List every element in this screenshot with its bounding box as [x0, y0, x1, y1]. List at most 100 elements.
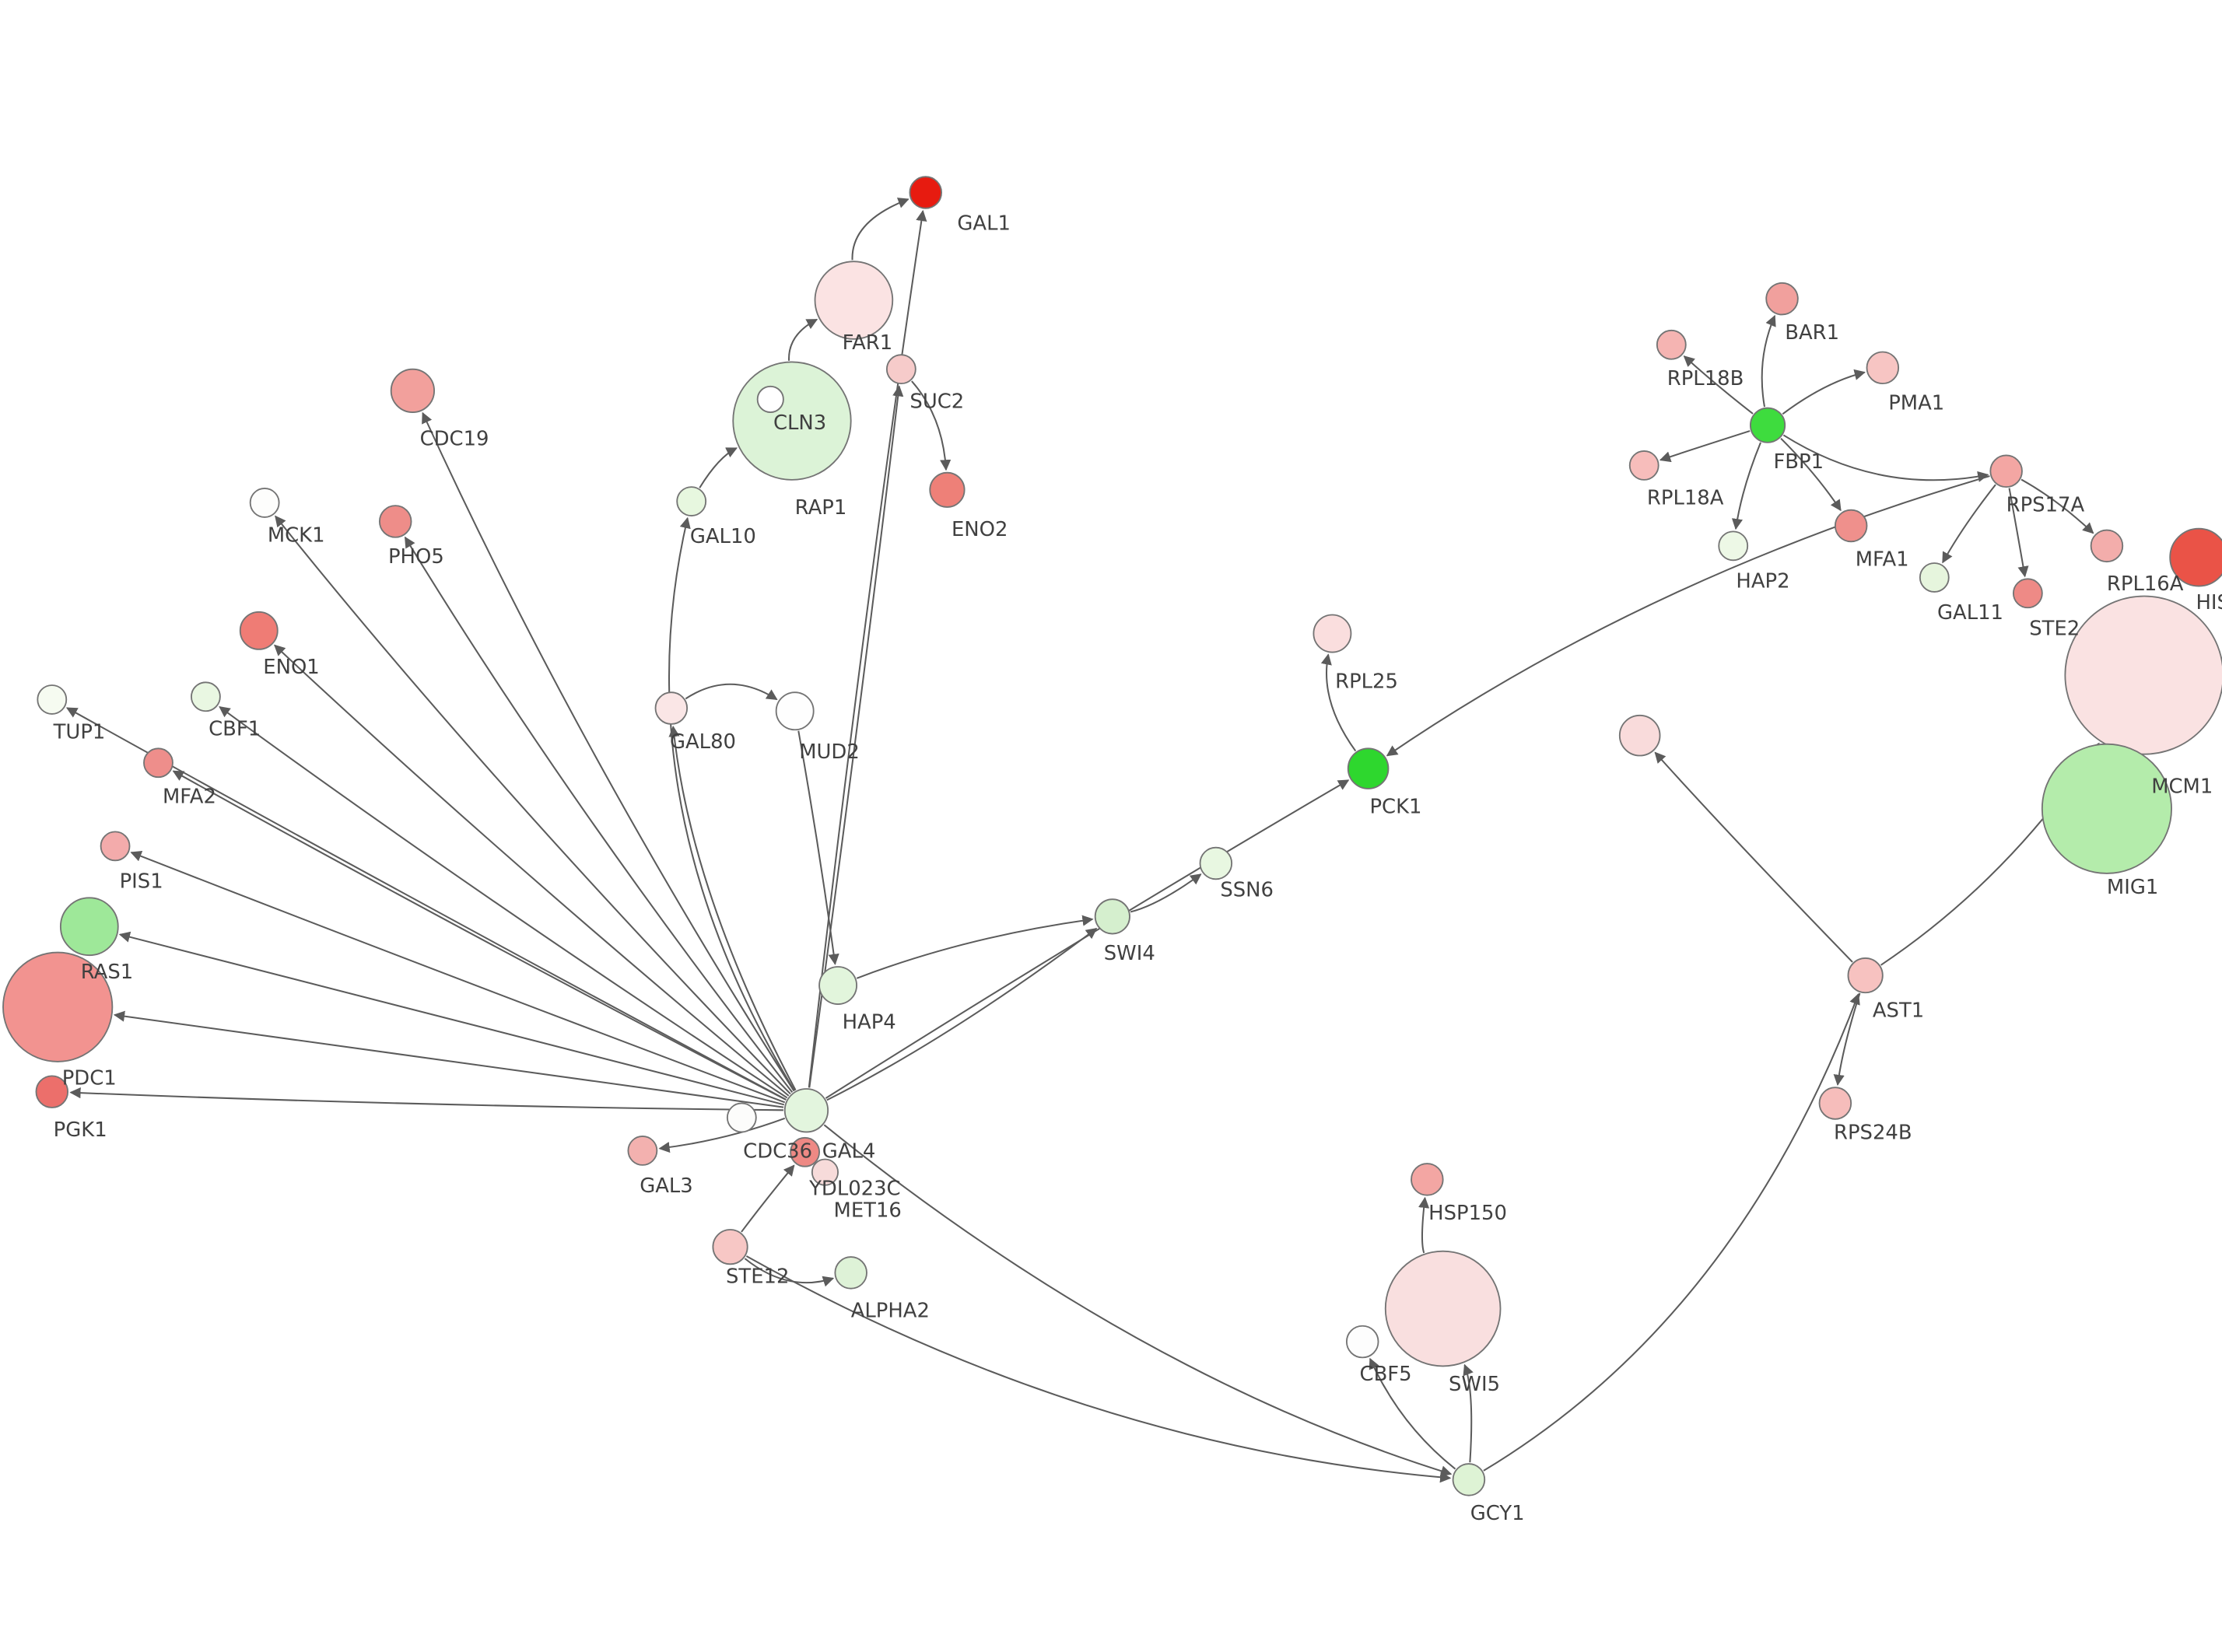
edge-FBP1-RPL18A[interactable]	[1659, 430, 1751, 463]
node-PHO5[interactable]	[378, 505, 412, 538]
edge-STE12-YDL023C[interactable]	[741, 1164, 795, 1233]
edge-GAL4-MFA2[interactable]	[172, 770, 787, 1101]
node-AST1[interactable]	[1847, 957, 1884, 994]
node-GCY1[interactable]	[1452, 1463, 1486, 1496]
node-CBF5[interactable]	[1345, 1325, 1379, 1359]
node-MFA1[interactable]	[1834, 509, 1868, 543]
edge-CLN3-FAR1[interactable]	[788, 318, 818, 361]
edge-RPS17A-GAL11[interactable]	[1942, 484, 1996, 564]
node-RPL25[interactable]	[1313, 614, 1352, 653]
node-RPS17A[interactable]	[1989, 454, 2023, 488]
node-SSN6[interactable]	[1199, 846, 1233, 880]
node-MCM1[interactable]	[2064, 595, 2222, 755]
edge-FBP1-BAR1[interactable]	[1761, 314, 1776, 408]
node-NODE1[interactable]	[1618, 714, 1661, 757]
edge-GAL4-GAL80[interactable]	[668, 725, 797, 1091]
edge-GAL80-MUD2[interactable]	[685, 683, 778, 701]
edge-GCY1-SWI5[interactable]	[1463, 1363, 1474, 1463]
node-PDC1[interactable]	[2, 951, 114, 1062]
node-ENO1[interactable]	[239, 611, 279, 650]
edge-SWI5-HSP150[interactable]	[1418, 1196, 1430, 1254]
node-TUP1[interactable]	[37, 684, 68, 715]
edge-GAL4-PGK1[interactable]	[69, 1087, 783, 1111]
node-MCK1[interactable]	[249, 488, 280, 518]
edge-GCY1-AST1[interactable]	[1483, 992, 1860, 1472]
edge-RPS17A-RPL16A[interactable]	[2020, 478, 2094, 534]
node-label-PDC1: PDC1	[62, 1066, 117, 1090]
node-GAL11[interactable]	[1919, 562, 1950, 593]
edge-MUD2-HAP4[interactable]	[797, 730, 839, 965]
node-RPL18B[interactable]	[1656, 329, 1687, 360]
edge-SWI4-SSN6[interactable]	[1130, 873, 1202, 913]
node-GAL3[interactable]	[627, 1136, 658, 1166]
node-YDL023C[interactable]	[790, 1136, 820, 1167]
edge-GAL4-GCY1[interactable]	[823, 1124, 1453, 1477]
edge-SUC2-ENO2[interactable]	[911, 380, 952, 471]
edge-FBP1-RPS17A[interactable]	[1782, 434, 1989, 482]
edge-FAR1-GAL1[interactable]	[851, 198, 909, 261]
node-RPS24B[interactable]	[1818, 1087, 1852, 1120]
node-HAP4[interactable]	[818, 966, 858, 1005]
edge-STE12-GCY1[interactable]	[745, 1255, 1452, 1483]
edge-FBP1-HAP2[interactable]	[1731, 442, 1761, 530]
node-SUC2[interactable]	[885, 354, 916, 385]
node-GAL10[interactable]	[676, 486, 707, 516]
node-RAP1[interactable]	[756, 385, 784, 413]
edge-GAL4-PIS1[interactable]	[130, 851, 786, 1104]
edge-PCK1-RPL25[interactable]	[1320, 653, 1357, 752]
edge-RPS17A-PCK1[interactable]	[1386, 475, 1990, 757]
node-BAR1[interactable]	[1765, 282, 1799, 316]
node-GAL80[interactable]	[654, 691, 689, 725]
node-FAR1[interactable]	[814, 261, 894, 340]
node-SWI5[interactable]	[1384, 1250, 1502, 1367]
edge-GAL4-PDC1[interactable]	[113, 1010, 784, 1108]
edge-RPS17A-STE2[interactable]	[2008, 488, 2029, 578]
node-RAS1[interactable]	[59, 897, 119, 957]
edge-GAL4-MCK1[interactable]	[275, 515, 791, 1095]
node-PMA1[interactable]	[1866, 351, 1900, 385]
edge-FBP1-RPL18B[interactable]	[1683, 355, 1754, 415]
node-MIG1[interactable]	[2041, 743, 2172, 874]
node-HSP150[interactable]	[1411, 1163, 1444, 1196]
edge-GAL4-SWI4[interactable]	[826, 928, 1098, 1101]
edge-GAL10-CLN3[interactable]	[699, 447, 738, 488]
node-MFA2[interactable]	[143, 747, 173, 779]
node-RPL16A[interactable]	[2090, 529, 2124, 563]
node-STE2[interactable]	[2012, 578, 2043, 609]
edge-HAP4-SWI4[interactable]	[856, 915, 1094, 979]
edge-GAL4-PCK1[interactable]	[825, 779, 1350, 1099]
edge-GAL4-GAL1[interactable]	[808, 209, 927, 1088]
node-GAL4[interactable]	[783, 1088, 829, 1133]
edge-GAL4-GAL3[interactable]	[658, 1117, 786, 1153]
node-PIS1[interactable]	[100, 831, 131, 862]
node-PCK1[interactable]	[1347, 747, 1390, 789]
node-STE12[interactable]	[712, 1229, 748, 1265]
edge-GAL4-PHO5[interactable]	[404, 536, 794, 1094]
edge-GAL4-RAS1[interactable]	[118, 931, 785, 1106]
node-ALPHA2[interactable]	[834, 1256, 867, 1290]
node-CDC36[interactable]	[726, 1102, 757, 1133]
node-PGK1[interactable]	[35, 1075, 69, 1108]
node-CDC19[interactable]	[390, 368, 436, 413]
node-GAL1[interactable]	[909, 176, 942, 209]
node-MET16[interactable]	[811, 1158, 839, 1186]
node-CLN3[interactable]	[732, 361, 852, 481]
node-FBP1[interactable]	[1749, 407, 1786, 443]
edge-GAL4-GAL10[interactable]	[668, 516, 795, 1091]
node-HAP2[interactable]	[1718, 530, 1749, 562]
edge-GAL4-CDC19[interactable]	[422, 411, 795, 1092]
edge-FBP1-PMA1[interactable]	[1782, 369, 1866, 415]
edge-FBP1-MFA1[interactable]	[1780, 437, 1842, 512]
node-RPL18A[interactable]	[1628, 450, 1659, 481]
node-CBF1[interactable]	[191, 681, 221, 712]
node-ENO2[interactable]	[929, 471, 966, 508]
edge-GAL4-ENO1[interactable]	[274, 644, 790, 1097]
node-SWI4[interactable]	[1094, 898, 1130, 935]
node-MUD2[interactable]	[775, 691, 815, 731]
edge-STE12-ALPHA2[interactable]	[744, 1258, 835, 1287]
node-HIS4[interactable]	[2169, 527, 2222, 587]
edge-GCY1-CBF5[interactable]	[1369, 1357, 1456, 1470]
edge-GAL4-CBF1[interactable]	[219, 706, 788, 1099]
edge-AST1-NODE1[interactable]	[1654, 751, 1853, 963]
